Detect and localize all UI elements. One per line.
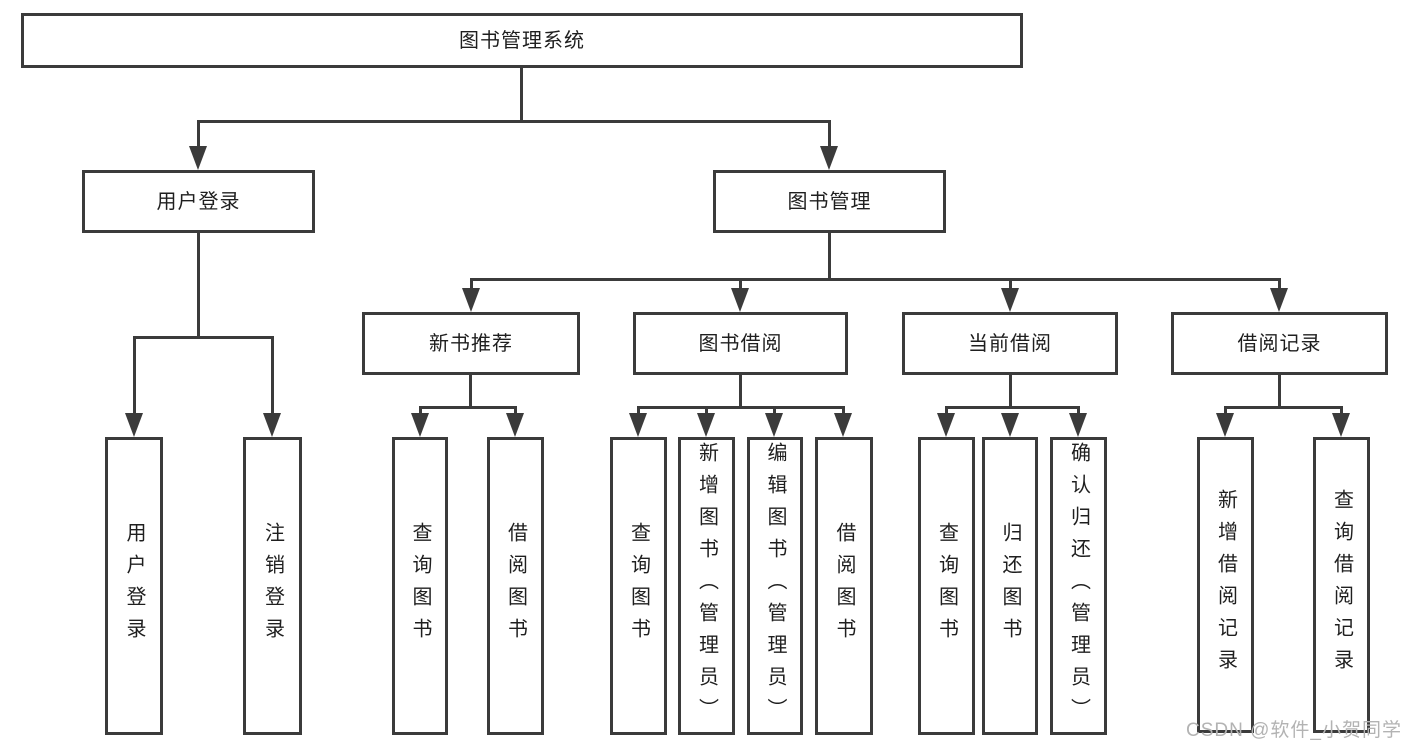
connector-line — [828, 120, 831, 150]
connector-line — [419, 406, 516, 409]
node-book-borrowing: 图书借阅 — [633, 312, 848, 375]
connector-line — [1009, 375, 1012, 406]
leaf-add-borrow-record: 新增借阅记录 — [1197, 437, 1254, 733]
connector-line — [133, 336, 274, 339]
arrow-down-icon — [834, 413, 852, 437]
connector-line — [1077, 406, 1080, 418]
arrow-down-icon — [411, 413, 429, 437]
node-label: 归还图书 — [999, 522, 1021, 650]
csdn-watermark: CSDN @软件_小贺同学 — [1186, 720, 1402, 741]
connector-line — [945, 406, 1079, 409]
arrow-down-icon — [697, 413, 715, 437]
node-book-management: 图书管理 — [713, 170, 946, 233]
node-label: 图书借阅 — [698, 332, 783, 355]
connector-line — [1009, 278, 1012, 294]
node-label: 当前借阅 — [968, 332, 1052, 355]
arrow-down-icon — [263, 413, 281, 437]
connector-line — [705, 406, 708, 418]
connector-line — [469, 375, 472, 406]
node-label: 新增借阅记录 — [1214, 489, 1237, 681]
node-label: 查询图书 — [627, 522, 650, 650]
node-library-management-system: 图书管理系统 — [21, 13, 1023, 68]
arrow-down-icon — [189, 146, 207, 170]
node-label: 查询借阅记录 — [1330, 489, 1353, 681]
connector-line — [514, 406, 517, 418]
node-label: 新增图书（管理员） — [695, 442, 718, 730]
connector-line — [637, 406, 640, 418]
arrow-down-icon — [506, 413, 524, 437]
arrow-down-icon — [1001, 288, 1019, 312]
connector-line — [1278, 278, 1281, 294]
arrow-down-icon — [937, 413, 955, 437]
node-label: 借阅图书 — [833, 522, 855, 650]
leaf-return-books: 归还图书 — [982, 437, 1038, 735]
leaf-recommend-query-books: 查询图书 — [392, 437, 448, 735]
leaf-edit-books-admin: 编辑图书（管理员） — [747, 437, 803, 735]
leaf-borrowing-query-books: 查询图书 — [610, 437, 667, 735]
connector-line — [133, 336, 136, 416]
leaf-query-borrow-record: 查询借阅记录 — [1313, 437, 1370, 733]
node-label: 图书管理 — [787, 190, 872, 213]
leaf-add-books-admin: 新增图书（管理员） — [678, 437, 735, 735]
arrow-down-icon — [731, 288, 749, 312]
node-label: 查询图书 — [409, 522, 431, 650]
connector-line — [739, 278, 742, 294]
node-label: 注销登录 — [261, 522, 284, 650]
connector-line — [1278, 375, 1281, 406]
connector-line — [197, 233, 200, 336]
connector-line — [520, 68, 523, 120]
connector-line — [470, 278, 473, 294]
node-label: 借阅记录 — [1237, 332, 1322, 355]
connector-line — [271, 336, 274, 416]
leaf-logout: 注销登录 — [243, 437, 302, 735]
connector-line — [1224, 406, 1342, 409]
arrow-down-icon — [1001, 413, 1019, 437]
node-label: 确认归还（管理员） — [1067, 442, 1090, 730]
leaf-borrow-books: 借阅图书 — [815, 437, 873, 735]
arrow-down-icon — [1270, 288, 1288, 312]
connector-line — [945, 406, 948, 418]
connector-line — [1224, 406, 1227, 418]
connector-line — [637, 406, 844, 409]
connector-line — [197, 120, 200, 150]
leaf-recommend-borrow-books: 借阅图书 — [487, 437, 544, 735]
node-label: 编辑图书（管理员） — [764, 442, 786, 730]
leaf-current-query-books: 查询图书 — [918, 437, 975, 735]
node-user-login: 用户登录 — [82, 170, 315, 233]
node-borrowing-records: 借阅记录 — [1171, 312, 1388, 375]
node-label: 查询图书 — [935, 522, 958, 650]
connector-line — [197, 120, 831, 123]
leaf-confirm-return-admin: 确认归还（管理员） — [1050, 437, 1107, 735]
arrow-down-icon — [1216, 413, 1234, 437]
arrow-down-icon — [462, 288, 480, 312]
arrow-down-icon — [1069, 413, 1087, 437]
leaf-user-login: 用户登录 — [105, 437, 163, 735]
arrow-down-icon — [629, 413, 647, 437]
connector-line — [470, 278, 1280, 281]
arrow-down-icon — [125, 413, 143, 437]
node-label: 图书管理系统 — [459, 29, 585, 52]
node-label: 借阅图书 — [504, 522, 527, 650]
node-label: 用户登录 — [123, 522, 145, 650]
arrow-down-icon — [820, 146, 838, 170]
connector-line — [419, 406, 422, 418]
arrow-down-icon — [765, 413, 783, 437]
connector-line — [739, 375, 742, 406]
node-new-book-recommend: 新书推荐 — [362, 312, 580, 375]
node-label: 用户登录 — [156, 190, 241, 213]
node-current-borrowing: 当前借阅 — [902, 312, 1118, 375]
connector-line — [828, 233, 831, 278]
connector-line — [842, 406, 845, 418]
connector-line — [773, 406, 776, 418]
node-label: 新书推荐 — [429, 332, 513, 355]
arrow-down-icon — [1332, 413, 1350, 437]
connector-line — [1340, 406, 1343, 418]
